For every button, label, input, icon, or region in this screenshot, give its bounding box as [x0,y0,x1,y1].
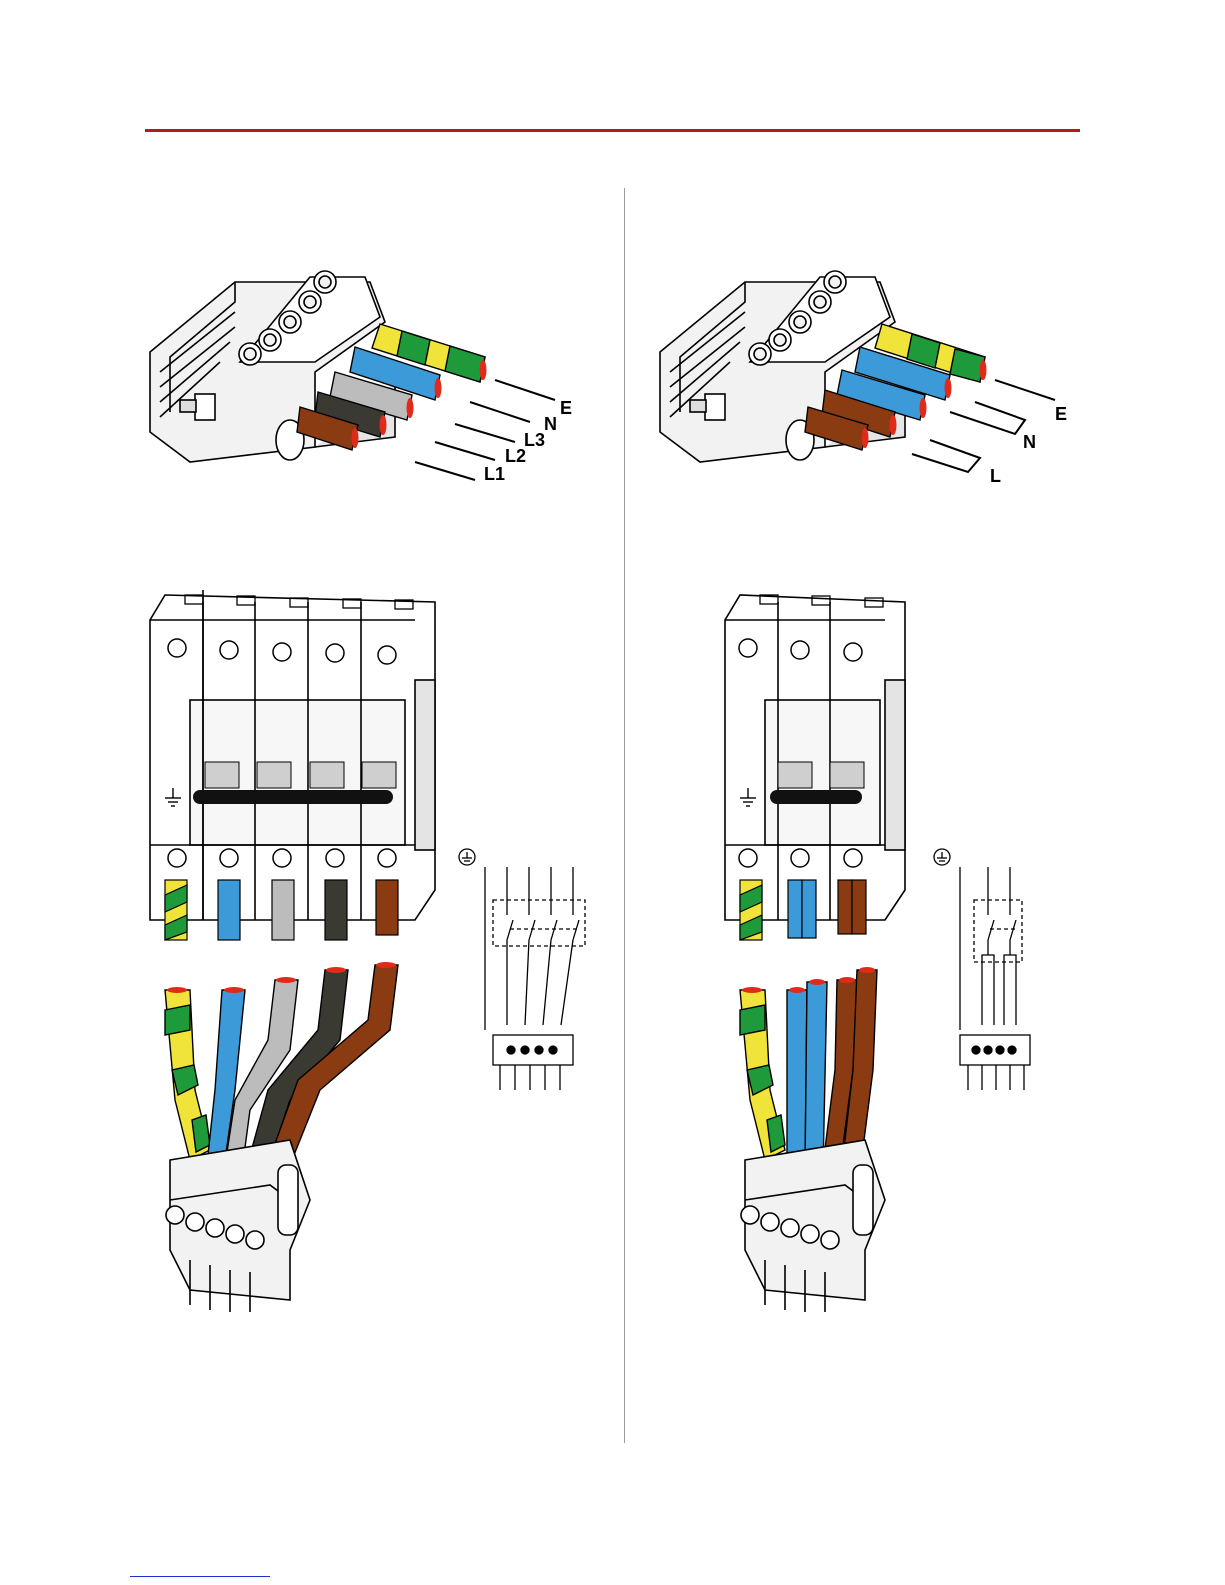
label-l1: L1 [484,464,505,484]
footer-link-underline [130,1576,270,1577]
label-e: E [560,398,572,418]
header-rule [145,129,1080,132]
label-l3: L3 [524,430,545,450]
column-divider [624,188,625,1443]
single-phase-breaker-illustration [720,590,920,950]
three-phase-plug-illustration [150,960,430,1320]
label-e: E [1055,404,1067,424]
label-l2: L2 [505,446,526,466]
label-n: N [544,414,557,434]
three-phase-connector-labels: E N L3 L2 L1 [470,390,590,490]
single-phase-schematic [930,845,1040,1115]
three-phase-breaker-illustration [145,590,445,950]
label-n: N [1023,432,1036,452]
single-phase-connector-labels: E N L [990,390,1090,490]
label-l: L [990,466,1001,486]
three-phase-schematic [455,845,595,1115]
single-phase-plug-illustration [725,960,925,1320]
